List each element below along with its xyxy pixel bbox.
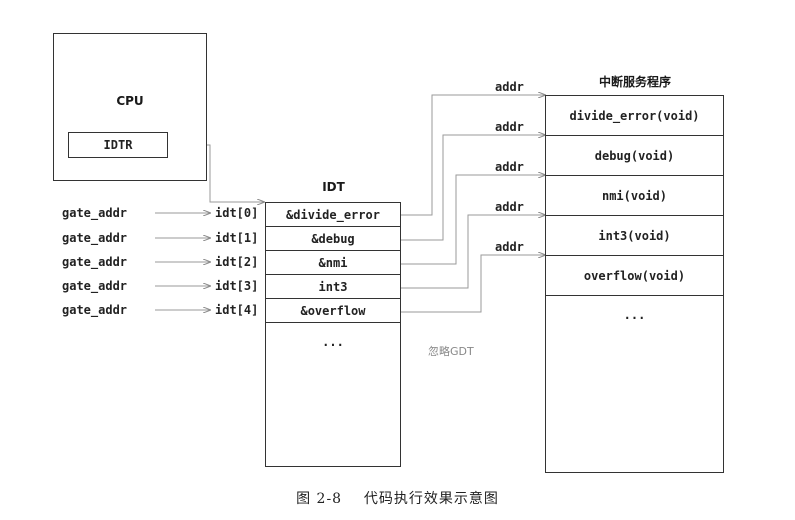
gate-label-1: gate_addr <box>62 231 128 245</box>
isr-entry-3: int3(void) <box>546 216 723 256</box>
gate-label-3: gate_addr <box>62 279 128 293</box>
idt-to-isr-line-0 <box>401 95 545 216</box>
idt-entry-1: &debug <box>266 227 400 251</box>
isr-table: divide_error(void) debug(void) nmi(void)… <box>545 95 724 473</box>
isr-entry-0: divide_error(void) <box>546 96 723 136</box>
idt-entry-4: &overflow <box>266 299 400 323</box>
addr-label-4: addr <box>495 240 524 254</box>
idtr-label: IDTR <box>103 138 133 152</box>
idt-ellipsis: ... <box>322 335 344 349</box>
isr-entry-1: debug(void) <box>546 136 723 176</box>
idt-entry-3: int3 <box>266 275 400 299</box>
idt-index-3: idt[3] <box>215 279 259 293</box>
gate-label-4: gate_addr <box>62 303 128 317</box>
figure-caption: 图 2-8 代码执行效果示意图 <box>296 491 499 507</box>
addr-label-1: addr <box>495 120 524 134</box>
idt-entry-0: &divide_error <box>266 203 400 227</box>
gate-label-0: gate_addr <box>62 206 128 220</box>
isr-entry-4: overflow(void) <box>546 256 723 296</box>
addr-label-3: addr <box>495 200 524 214</box>
addr-label-2: addr <box>495 160 524 174</box>
isr-ellipsis: ... <box>623 308 646 322</box>
ignore-gdt-note: 忽略GDT <box>428 345 474 358</box>
cpu-box: CPU IDTR <box>53 33 207 181</box>
isr-entry-2: nmi(void) <box>546 176 723 216</box>
idt-title: IDT <box>322 180 345 194</box>
idt-index-1: idt[1] <box>215 231 259 245</box>
idt-index-0: idt[0] <box>215 206 259 220</box>
idt-to-isr-line-2 <box>401 175 545 265</box>
idtr-register: IDTR <box>68 132 168 158</box>
idt-index-2: idt[2] <box>215 255 259 269</box>
idt-to-isr-line-4 <box>401 255 545 313</box>
gate-label-2: gate_addr <box>62 255 128 269</box>
addr-label-0: addr <box>495 80 524 94</box>
idt-entry-2: &nmi <box>266 251 400 275</box>
idt-index-4: idt[4] <box>215 303 259 317</box>
isr-title: 中断服务程序 <box>598 75 671 89</box>
idt-to-isr-line-3 <box>401 215 545 289</box>
cpu-label: CPU <box>116 94 144 108</box>
idt-table: &divide_error &debug &nmi int3 &overflow… <box>265 202 401 467</box>
idt-to-isr-line-1 <box>401 135 545 241</box>
